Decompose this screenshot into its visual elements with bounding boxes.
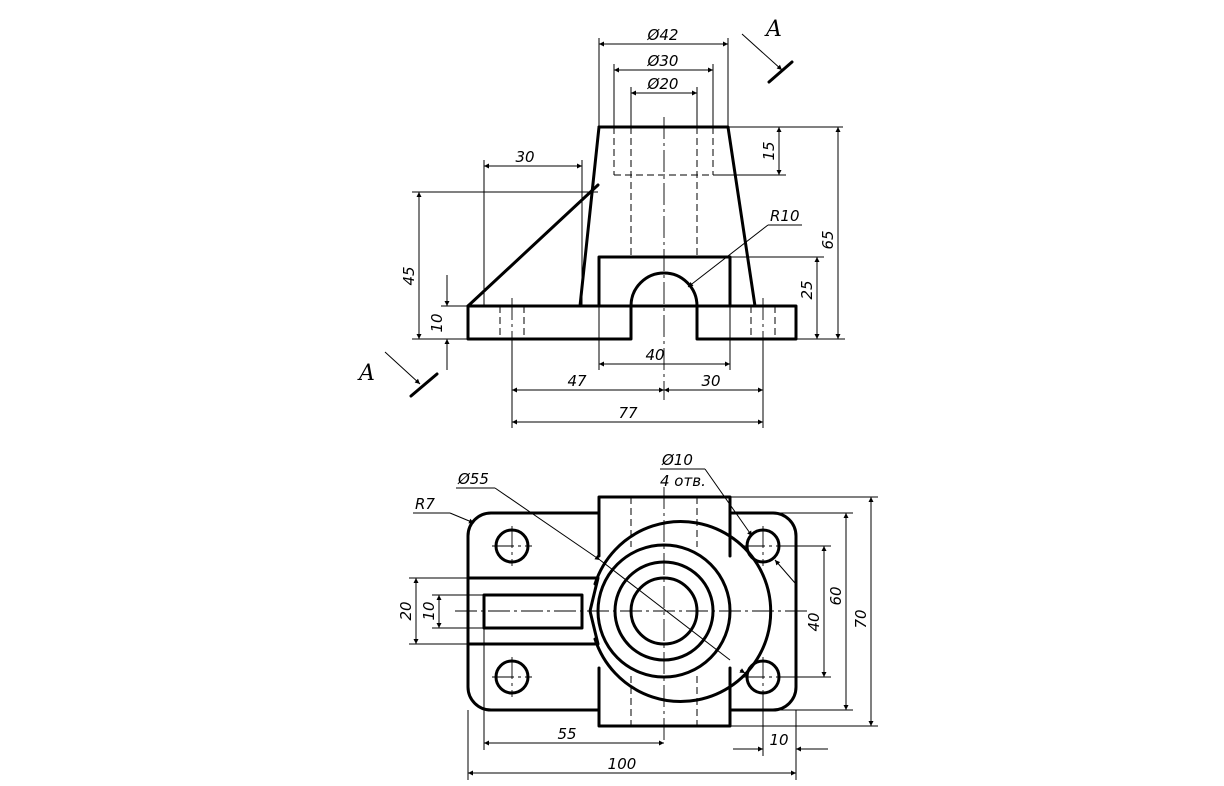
dim-100: 100	[467, 710, 796, 780]
dim-label-60: 60	[827, 586, 845, 605]
dim-diameter-30: Ø30	[613, 52, 714, 127]
front-view-hidden-lines	[499, 127, 776, 339]
dim-diameter-55: Ø55	[456, 470, 746, 674]
dim-10-top: 10	[420, 594, 484, 629]
top-view-hidden-lines	[630, 497, 698, 726]
dim-label-10-top: 10	[420, 601, 438, 620]
dim-60: 60	[773, 512, 853, 711]
dim-65: 65	[796, 127, 845, 340]
section-label-bottom: A	[357, 361, 375, 386]
dim-diameter-42: Ø42	[598, 26, 729, 127]
dim-label-d55: Ø55	[457, 470, 489, 488]
dim-label-d42: Ø42	[647, 26, 679, 44]
dim-label-d30: Ø30	[647, 52, 679, 70]
dim-label-70: 70	[852, 609, 870, 628]
dim-45: 45	[400, 191, 598, 340]
dim-label-30-rib: 30	[515, 148, 534, 166]
dim-label-10-front: 10	[428, 313, 446, 332]
dim-label-55-linear: 55	[557, 725, 576, 743]
dim-holes-10: Ø10 4 отв.	[660, 451, 796, 584]
dim-47-30: 47 30	[511, 339, 764, 428]
dim-label-45: 45	[400, 266, 418, 285]
dim-label-47: 47	[567, 372, 587, 390]
dim-label-30-bottom: 30	[701, 372, 720, 390]
dim-30-rib: 30	[483, 148, 583, 306]
dim-70: 70	[730, 496, 878, 727]
dim-77: 77	[512, 404, 763, 425]
dim-label-d20: Ø20	[647, 75, 679, 93]
dim-10-bottom: 10	[733, 693, 828, 780]
section-mark-top: A	[741, 17, 794, 84]
front-view: Ø42 Ø30 Ø20 A 15	[357, 17, 845, 428]
dim-10-front: 10	[428, 275, 468, 370]
section-label-top: A	[764, 17, 782, 42]
dim-diameter-20: Ø20	[630, 75, 698, 127]
dim-label-15: 15	[760, 141, 778, 160]
dim-r7: R7	[413, 495, 475, 524]
dim-25: 25	[730, 256, 824, 339]
dim-label-r10: R10	[770, 207, 800, 225]
dim-label-20-top: 20	[397, 601, 415, 620]
top-view-center-lines	[455, 487, 810, 740]
dim-r10: R10	[687, 207, 802, 288]
dim-55-linear: 55	[483, 628, 664, 750]
dim-label-65: 65	[819, 230, 837, 249]
dim-label-40-top: 40	[805, 612, 823, 631]
dim-40-front: 40	[598, 306, 731, 370]
dim-label-25: 25	[798, 280, 816, 299]
dim-label-100: 100	[608, 755, 637, 773]
dim-label-10-bottom: 10	[769, 731, 788, 749]
dim-label-77: 77	[618, 404, 638, 422]
dim-label-d10-holes: Ø10	[661, 451, 693, 469]
dim-15: 15	[713, 126, 843, 176]
section-mark-bottom: A	[357, 351, 439, 398]
dim-label-holes-note: 4 отв.	[660, 472, 706, 490]
dim-40-top: 40	[779, 545, 831, 678]
top-view-outline	[466, 495, 798, 728]
dim-label-40-front: 40	[645, 346, 664, 364]
top-view: Ø55 Ø10 4 отв. R7 20 10	[397, 451, 878, 780]
dim-label-r7: R7	[415, 495, 435, 513]
dim-20-top: 20	[397, 577, 468, 645]
